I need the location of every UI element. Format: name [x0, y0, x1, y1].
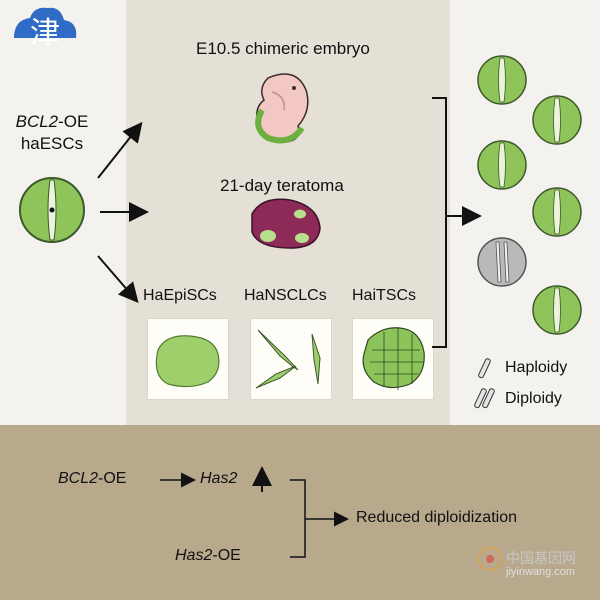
watermark-logo-icon	[478, 547, 502, 571]
outcome-bracket	[432, 97, 447, 348]
haploid-cell-icon	[532, 95, 582, 145]
haepiscs-label: HaEpiSCs	[143, 287, 217, 304]
mechanism-bracket	[290, 479, 306, 558]
arrow-to-embryo	[97, 121, 143, 179]
has2-label: Has2	[200, 470, 238, 487]
diploid-cell-icon	[477, 237, 527, 287]
haploid-cell-icon	[532, 285, 582, 335]
haploidy-legend-label: Haploidy	[505, 359, 568, 376]
diploidy-chromosome-icon	[474, 388, 495, 409]
bcl2-oe-label: BCL2-OE	[58, 470, 127, 487]
haploidy-chromosome-icon	[478, 358, 491, 379]
logo-icon: 津	[14, 7, 77, 51]
source-cell-sublabel: haESCs	[20, 134, 84, 153]
hansclcs-label: HaNSCLCs	[244, 287, 327, 304]
haepiscs-colony-icon	[155, 335, 220, 388]
haploid-cell-icon	[532, 187, 582, 237]
embryo-icon	[255, 73, 309, 144]
diploidy-legend-label: Diploidy	[505, 390, 562, 407]
logo-glyph: 津	[30, 16, 60, 51]
haploid-cell-icon	[477, 55, 527, 105]
result-label: Reduced diploidization	[356, 509, 517, 526]
haesc-cell-icon	[19, 177, 85, 243]
teratoma-icon	[251, 198, 321, 249]
haitscs-label: HaiTSCs	[352, 287, 417, 304]
haploid-cell-icon	[477, 140, 527, 190]
has2-oe-label: Has2-OE	[175, 547, 241, 564]
teratoma-label: 21-day teratoma	[220, 176, 344, 195]
source-cell-label: BCL2-OE	[15, 112, 89, 131]
embryo-label: E10.5 chimeric embryo	[196, 39, 370, 58]
haitscs-cluster-icon	[362, 327, 425, 390]
watermark-url: jiyinwang.com	[506, 566, 576, 578]
arrow-to-cell-lines	[97, 255, 139, 304]
hansclcs-neurons-icon	[255, 329, 321, 389]
mechanism-panel	[0, 425, 600, 600]
watermark-text: 中国基因网	[506, 550, 576, 566]
